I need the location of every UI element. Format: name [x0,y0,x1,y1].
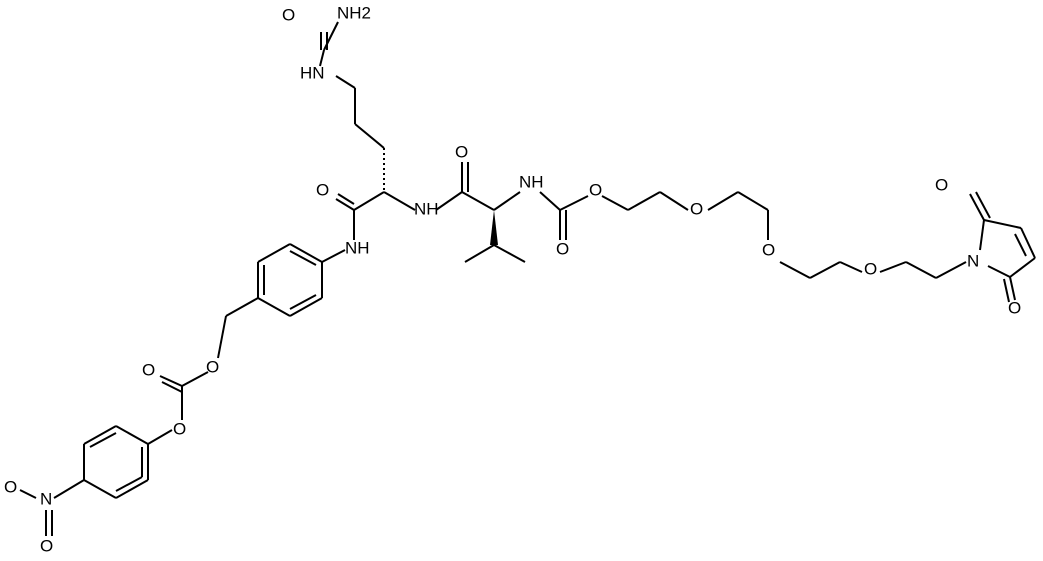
citrulline-nh-label: HN [300,63,325,82]
carbonate-carbonyl-oxygen-label: O [142,360,155,379]
peg-oxygen-2-label: O [762,240,775,259]
citrulline-amide-nh-label: NH [414,199,439,218]
maleimide-oxygen-top-label: O [935,175,948,194]
nitro-oxygen-2-label: O [40,536,53,555]
bonds [19,21,1036,536]
urea-oxygen-label: O [282,5,295,24]
amide1-oxygen-label: O [316,180,329,199]
peg-oxygen-1-label: O [690,199,703,218]
benzyl-oxygen-label: O [206,357,219,376]
urea-amine-label: NH2 [337,3,371,22]
maleimide-nitrogen-label: N [967,251,979,270]
peg-oxygen-3-label: O [864,259,877,278]
carbamate-ester-oxygen-label: O [589,180,602,199]
nitro-oxygen-1-label: O [4,477,17,496]
carbamate-nh-label: NH [519,172,544,191]
anilide-nh-label: NH [345,238,370,257]
atom-labels: O NH2 HN O O NH NH NH O O O O O O N O O … [4,3,1021,555]
carbonate-aryl-oxygen-label: O [173,419,186,438]
nitro-nitrogen-label: N [40,489,52,508]
carbamate-carbonyl-oxygen-label: O [556,239,569,258]
maleimide-oxygen-bottom-label: O [1008,298,1021,317]
amide2-oxygen-label: O [455,142,468,161]
